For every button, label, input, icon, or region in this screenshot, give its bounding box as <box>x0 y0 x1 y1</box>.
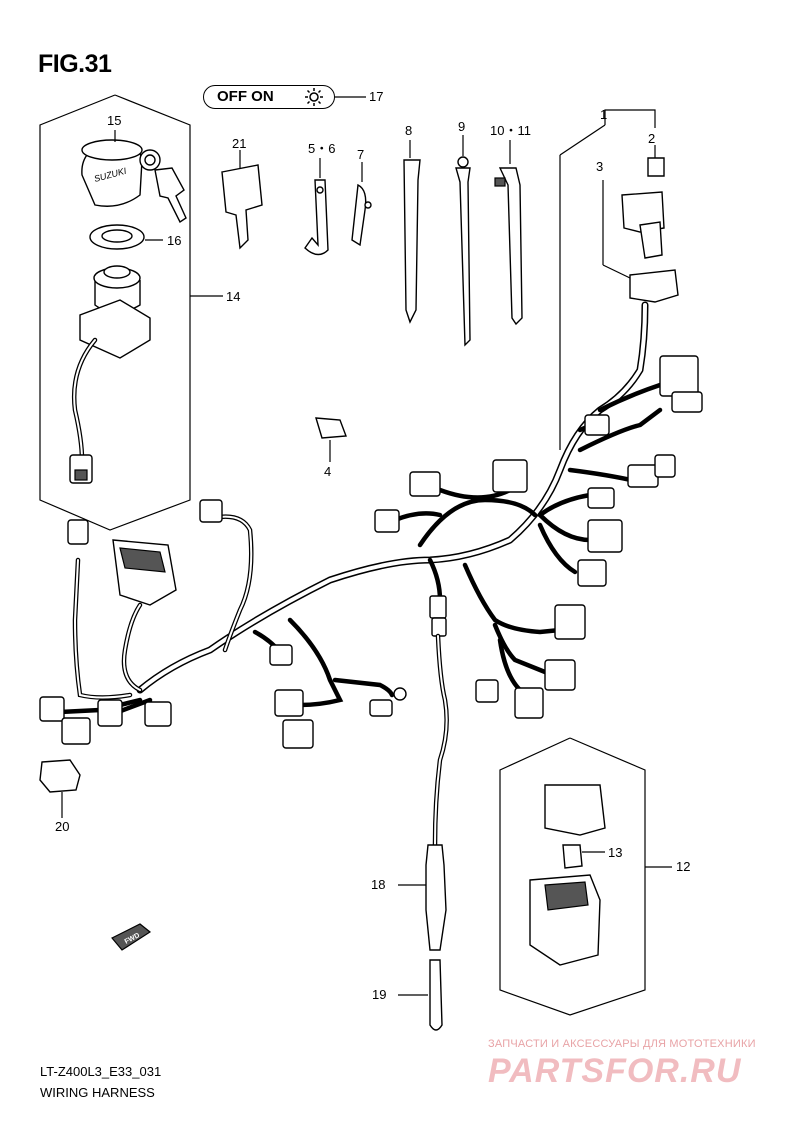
sensor-lead-18-part <box>398 633 449 951</box>
ignition-nut-part <box>89 224 145 250</box>
ignition-cap-part: SUZUKI <box>81 139 143 207</box>
callout-5-6: 5・6 <box>308 141 336 156</box>
cable-tie-10-11-part <box>494 140 523 326</box>
callout-14: 14 <box>226 289 241 304</box>
callout-3: 3 <box>596 159 604 174</box>
cable-tie-9-part <box>455 135 471 347</box>
fuse-holder-group <box>559 109 679 450</box>
ignition-switch-body-part <box>69 265 151 484</box>
ignition-key-part <box>139 149 187 224</box>
callout-7: 7 <box>357 147 365 162</box>
callout-17: 17 <box>369 89 384 104</box>
section-name: WIRING HARNESS <box>40 1085 155 1100</box>
watermark-tagline: ЗАПЧАСТИ И АКСЕССУАРЫ ДЛЯ МОТОТЕХНИКИ <box>488 1038 756 1050</box>
cable-tie-8-part <box>403 140 421 324</box>
coupler-20-part <box>39 759 81 818</box>
callout-15: 15 <box>107 113 122 128</box>
sensor-probe-19-part <box>398 959 443 1031</box>
callout-12: 12 <box>676 859 691 874</box>
light-sun-icon <box>305 88 323 106</box>
callout-18: 18 <box>371 877 386 892</box>
clamp-5-6-part <box>304 158 329 256</box>
callout-13: 13 <box>608 845 623 860</box>
off-on-switch-label: OFF ON <box>203 85 335 109</box>
off-on-text: OFF ON <box>217 88 274 105</box>
relay-group <box>499 737 672 1016</box>
model-code: LT-Z400L3_E33_031 <box>40 1064 162 1079</box>
callout-9: 9 <box>458 119 466 134</box>
forward-direction-arrow: FWD <box>111 923 152 951</box>
clamp-7-part <box>351 162 372 247</box>
watermark-brand: PARTSFOR.RU <box>488 1052 742 1090</box>
callout-8: 8 <box>405 123 413 138</box>
callout-10-11: 10・11 <box>490 123 531 138</box>
callout-19: 19 <box>372 987 387 1002</box>
key-blank-part <box>221 150 263 250</box>
callout-16: 16 <box>167 233 182 248</box>
callout-2: 2 <box>648 131 656 146</box>
connectors <box>39 355 703 749</box>
coupler-cover-4-part <box>315 417 347 462</box>
callout-1: 1 <box>600 107 608 122</box>
callout-20: 20 <box>55 819 70 834</box>
figure-title: FIG.31 <box>38 50 112 78</box>
main-wiring-harness <box>57 301 678 718</box>
ignition-switch-group-outline <box>39 94 191 531</box>
callout-21: 21 <box>232 136 247 151</box>
callout-4: 4 <box>324 464 332 479</box>
